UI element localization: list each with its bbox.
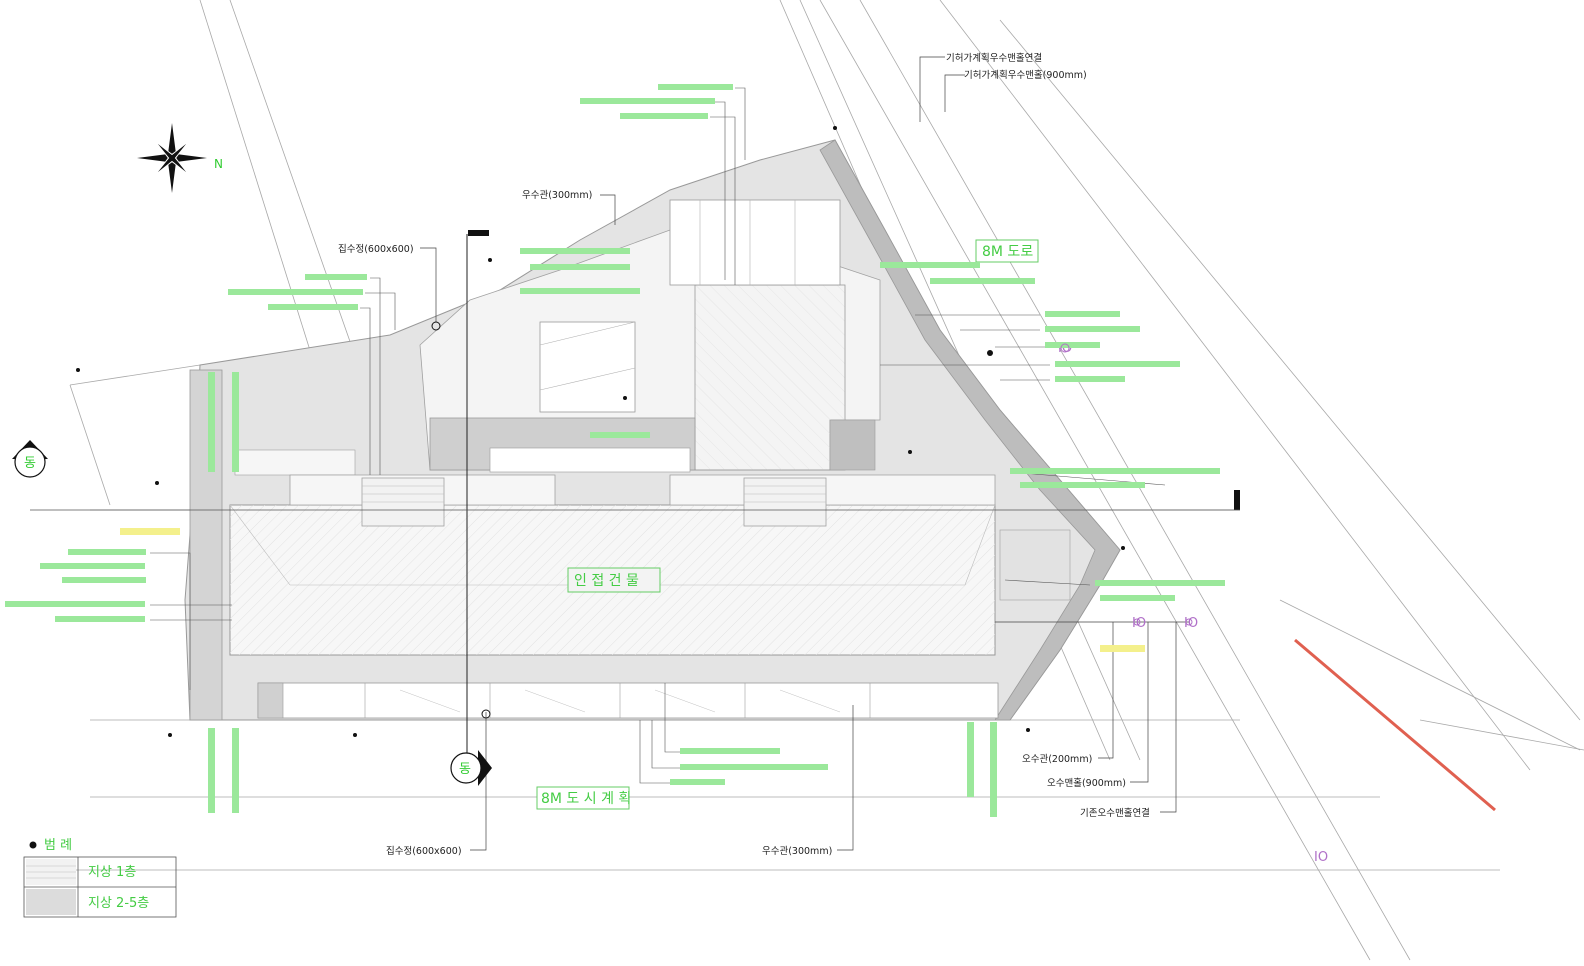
manhole-mark-3: IO	[1314, 850, 1328, 865]
adjacent-building	[229, 474, 1071, 656]
label-storm-pipe-top: 우수관(300mm)	[522, 190, 592, 201]
legend-item-1f: 지상 1층	[88, 865, 136, 880]
leader-lines	[420, 56, 1190, 851]
svg-text:N: N	[214, 157, 223, 171]
road-south-label: 8M 도 시 계 획	[541, 791, 631, 807]
building-label: 인 접 건 물	[574, 573, 639, 589]
blurred-annotation-strokes	[5, 84, 1225, 817]
boundary-red-line	[1294, 638, 1496, 812]
south-section-marker-icon: 동	[450, 750, 492, 786]
legend-item-2-5f: 지상 2-5층	[88, 896, 149, 911]
south-marker-label: 동	[459, 762, 471, 777]
label-sewer-pipe: 오수관(200mm)	[1022, 754, 1092, 765]
legend-swatch-2-5f	[26, 889, 76, 915]
survey-marks	[76, 126, 1125, 737]
building-label-group: 인 접 건 물	[567, 567, 661, 593]
label-catch-basin-bottom: 집수정(600x600)	[386, 845, 462, 857]
label-sewer-connect: 기존오수맨홀연결	[1080, 807, 1150, 819]
annotation-leaders	[150, 87, 1166, 784]
road-east-label: 8M 도로	[982, 244, 1033, 260]
legend: 범 례 지상 1층 지상 2-5층	[23, 838, 177, 918]
west-marker-label: 동	[24, 456, 36, 471]
label-sewer-manhole: 오수맨홀(900mm)	[1047, 777, 1126, 789]
label-storm-manhole-top: 기허가계획우수맨홀(900mm)	[964, 69, 1087, 81]
road-east-label-group: 8M 도로	[975, 239, 1039, 263]
label-storm-connect-top: 기허가계획우수맨홀연결	[946, 52, 1042, 64]
road-south-label-group: 8M 도 시 계 획	[536, 786, 631, 810]
legend-title: 범 례	[44, 838, 72, 853]
north-arrow-icon: N	[137, 123, 223, 193]
section-cut-lines	[30, 230, 1240, 765]
label-catch-basin-top: 집수정(600x600)	[338, 243, 414, 255]
pipe-labels: 기허가계획우수맨홀연결 기허가계획우수맨홀(900mm) 우수관(300mm) …	[338, 52, 1150, 857]
label-storm-pipe-bottom: 우수관(300mm)	[762, 846, 832, 857]
west-section-marker-icon: 동	[12, 440, 48, 478]
parking-row	[257, 682, 999, 719]
